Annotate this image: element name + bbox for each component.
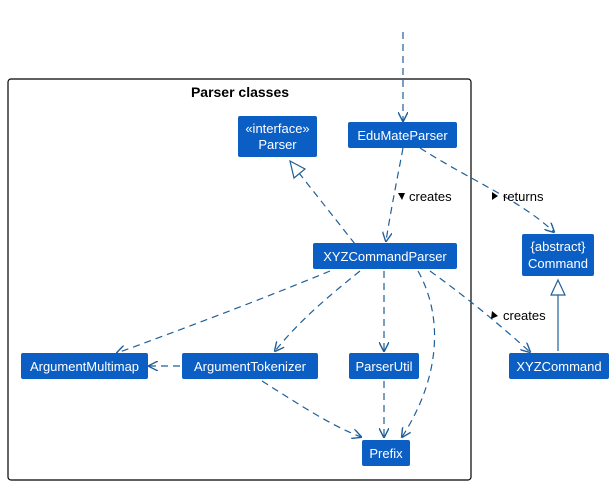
node-box	[509, 353, 609, 379]
triangle-marker-icon	[492, 192, 498, 200]
edge-xyzparser-realizes-parser	[298, 172, 356, 245]
node-box	[313, 243, 457, 269]
node-name: Command	[528, 256, 588, 271]
node-box	[348, 122, 457, 148]
edge-edumate-returns-command	[419, 147, 554, 232]
node-box	[362, 440, 410, 466]
edge-xyzparser-argumentmultimap	[117, 270, 331, 353]
node-box	[522, 234, 594, 276]
node-parser-interface: «interface» Parser	[238, 116, 317, 157]
package-parser-classes: Parser classes	[7, 78, 472, 481]
edge-label-creates-1: creates	[409, 189, 452, 204]
node-box	[21, 353, 148, 379]
node-argument-multimap: ArgumentMultimap	[21, 353, 148, 379]
edge-argumenttokenizer-prefix	[261, 380, 361, 437]
edge-label-returns: returns	[503, 189, 544, 204]
node-box	[238, 116, 317, 157]
node-name: XYZCommandParser	[323, 249, 447, 264]
node-argument-tokenizer: ArgumentTokenizer	[182, 353, 318, 379]
node-xyz-command-parser: XYZCommandParser	[313, 243, 457, 269]
node-stereotype: «interface»	[245, 121, 309, 136]
node-xyz-command: XYZCommand	[509, 353, 609, 379]
node-name: ArgumentTokenizer	[194, 359, 307, 374]
generalization-arrowhead	[550, 278, 566, 296]
node-box	[349, 353, 419, 379]
node-edumate-parser: EduMateParser	[348, 122, 457, 148]
triangle-marker-icon	[491, 311, 498, 319]
triangle-marker-icon	[398, 193, 405, 200]
edge-labels: creates returns creates	[398, 189, 546, 323]
node-prefix: Prefix	[362, 440, 410, 466]
node-parser-util: ParserUtil	[349, 353, 419, 379]
node-name: XYZCommand	[516, 359, 601, 374]
edge-xyzparser-argumenttokenizer	[275, 270, 361, 351]
nodes: «interface» Parser EduMateParser {abstra…	[21, 116, 609, 466]
edge-xyzparser-creates-xyzcommand	[429, 270, 530, 352]
package-frame	[7, 78, 472, 481]
edge-label-creates-2: creates	[503, 308, 546, 323]
edge-edumate-creates-xyzparser	[386, 147, 404, 241]
node-name: Parser	[258, 137, 297, 152]
realization-arrowhead	[289, 159, 307, 180]
node-name: ArgumentMultimap	[30, 359, 139, 374]
package-title: Parser classes	[191, 84, 289, 100]
node-abstract-command: {abstract} Command	[522, 234, 594, 276]
node-box	[182, 353, 318, 379]
node-name: Prefix	[369, 446, 403, 461]
node-name: ParserUtil	[355, 359, 412, 374]
edges	[117, 32, 566, 437]
node-stereotype: {abstract}	[531, 239, 587, 254]
edge-xyzparser-prefix	[402, 270, 436, 437]
node-name: EduMateParser	[357, 128, 448, 143]
